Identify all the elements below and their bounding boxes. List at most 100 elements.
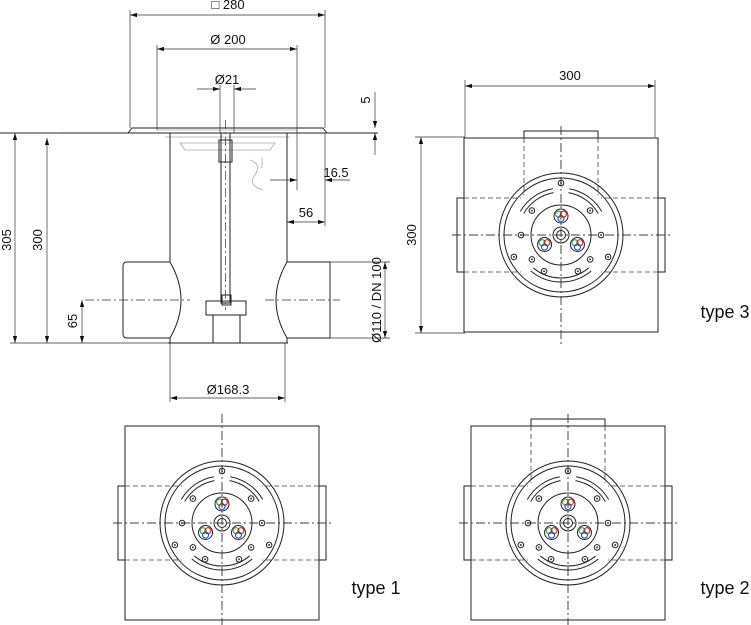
bolt-hole-center (268, 543, 271, 546)
bolt-hole (524, 519, 532, 527)
bolt-hole (178, 519, 186, 527)
bolt-hole-center (181, 522, 183, 524)
top-view-type-2 (459, 414, 677, 625)
bolt-hole-center (191, 546, 194, 549)
slot (575, 476, 610, 502)
slot (526, 476, 561, 502)
bolt-hole (258, 519, 266, 527)
dim-rod-diameter: Ø21 (215, 72, 240, 87)
bolt-hole (535, 544, 543, 551)
inner-circle (191, 492, 253, 554)
top-view-type-1 (113, 414, 331, 625)
center-nozzle (552, 226, 570, 244)
bolt-hole-center (596, 497, 599, 500)
bolt-hole-center (530, 258, 533, 261)
bolt-hole (265, 541, 273, 549)
center-nozzle-bore (563, 518, 573, 528)
type-3-label: type 3 (700, 302, 749, 322)
led-blue (564, 503, 572, 511)
bolt-hole-center (537, 497, 540, 500)
dim-top-height: 300 (404, 224, 419, 246)
bolt-hole (171, 541, 179, 549)
slot (229, 476, 264, 502)
pipe-left-hidden (464, 197, 521, 273)
pipe-right-hidden (262, 485, 319, 561)
center-nozzle (213, 514, 231, 532)
bolt-hole (604, 519, 612, 527)
bolt-hole (586, 207, 594, 214)
bolt-hole (593, 495, 601, 502)
led-cluster (544, 525, 560, 540)
bolt-hole-center (512, 255, 515, 258)
bolt-hole-center (173, 543, 176, 546)
pipe-top-hidden (523, 138, 599, 195)
bolt-hole-center (527, 522, 529, 524)
bolt-hole (564, 467, 572, 475)
bolt-hole-center (237, 558, 240, 561)
led-cluster (553, 208, 569, 224)
bolt-hole-center (250, 546, 253, 549)
led-cluster (537, 237, 553, 252)
slot (568, 188, 603, 214)
inner-circle (537, 492, 599, 554)
bolt-hole (540, 267, 548, 275)
bolt-hole-center (589, 209, 592, 212)
bolt-hole (557, 179, 565, 187)
led-cluster (576, 525, 592, 540)
bolt-hole (510, 253, 518, 261)
slot (180, 476, 215, 502)
bolt-hole-center (520, 234, 522, 236)
led-blue (573, 243, 582, 251)
led-blue (557, 215, 565, 223)
bolt-hole-center (600, 234, 602, 236)
center-nozzle-bore (217, 518, 227, 528)
dim-pipe-offset: 56 (299, 205, 313, 220)
pipe-left-hidden (125, 485, 182, 561)
dim-flange-square: □ 280 (211, 0, 244, 12)
bolt-hole (235, 555, 243, 563)
pipe-right-hidden (608, 485, 665, 561)
pipe-top-hidden (530, 426, 606, 483)
dim-edge-offset: 16.5 (323, 165, 348, 180)
bolt-hole-center (596, 546, 599, 549)
center-nozzle-bore (556, 230, 566, 240)
bolt-hole-center (537, 546, 540, 549)
bolt-hole-center (614, 543, 617, 546)
type-2-label: type 2 (700, 578, 749, 598)
dim-body-diameter: Ø168.3 (207, 382, 250, 397)
inner-circle (530, 204, 592, 266)
bolt-hole (517, 231, 525, 239)
led-blue (201, 531, 210, 539)
pipe-right-hidden (601, 197, 658, 273)
bolt-hole-center (261, 522, 263, 524)
dimension-lines (10, 10, 656, 402)
bolt-hole-center (607, 255, 610, 258)
pipe-left-hidden (471, 485, 528, 561)
bolt-hole (593, 544, 601, 551)
bolt-hole-center (567, 470, 569, 472)
dim-body-height: 300 (30, 229, 45, 251)
bolt-hole-center (560, 182, 562, 184)
bolt-hole-center (583, 558, 586, 561)
led-blue (547, 531, 556, 539)
led-blue (540, 243, 549, 251)
bolt-hole-center (519, 543, 522, 546)
led-cluster (230, 525, 246, 540)
bolt-hole (535, 495, 543, 502)
led-cluster (198, 525, 214, 540)
top-view-type-3 (452, 126, 670, 344)
bolt-hole (574, 267, 582, 275)
bolt-hole-center (550, 558, 553, 561)
bolt-hole (597, 231, 605, 239)
bolt-hole-center (191, 497, 194, 500)
side-view (0, 120, 378, 344)
dim-pipe-diameter: Ø110 / DN 100 (369, 257, 384, 343)
dimension-labels: □ 280 Ø 200 Ø21 5 16.5 56 305 300 65 Ø11… (0, 0, 581, 397)
bolt-hole (201, 555, 209, 563)
led-blue (580, 531, 589, 539)
dim-top-width: 300 (559, 68, 581, 83)
bolt-hole (528, 256, 536, 263)
dim-flange-diameter: Ø 200 (210, 32, 245, 47)
bolt-hole (581, 555, 589, 563)
